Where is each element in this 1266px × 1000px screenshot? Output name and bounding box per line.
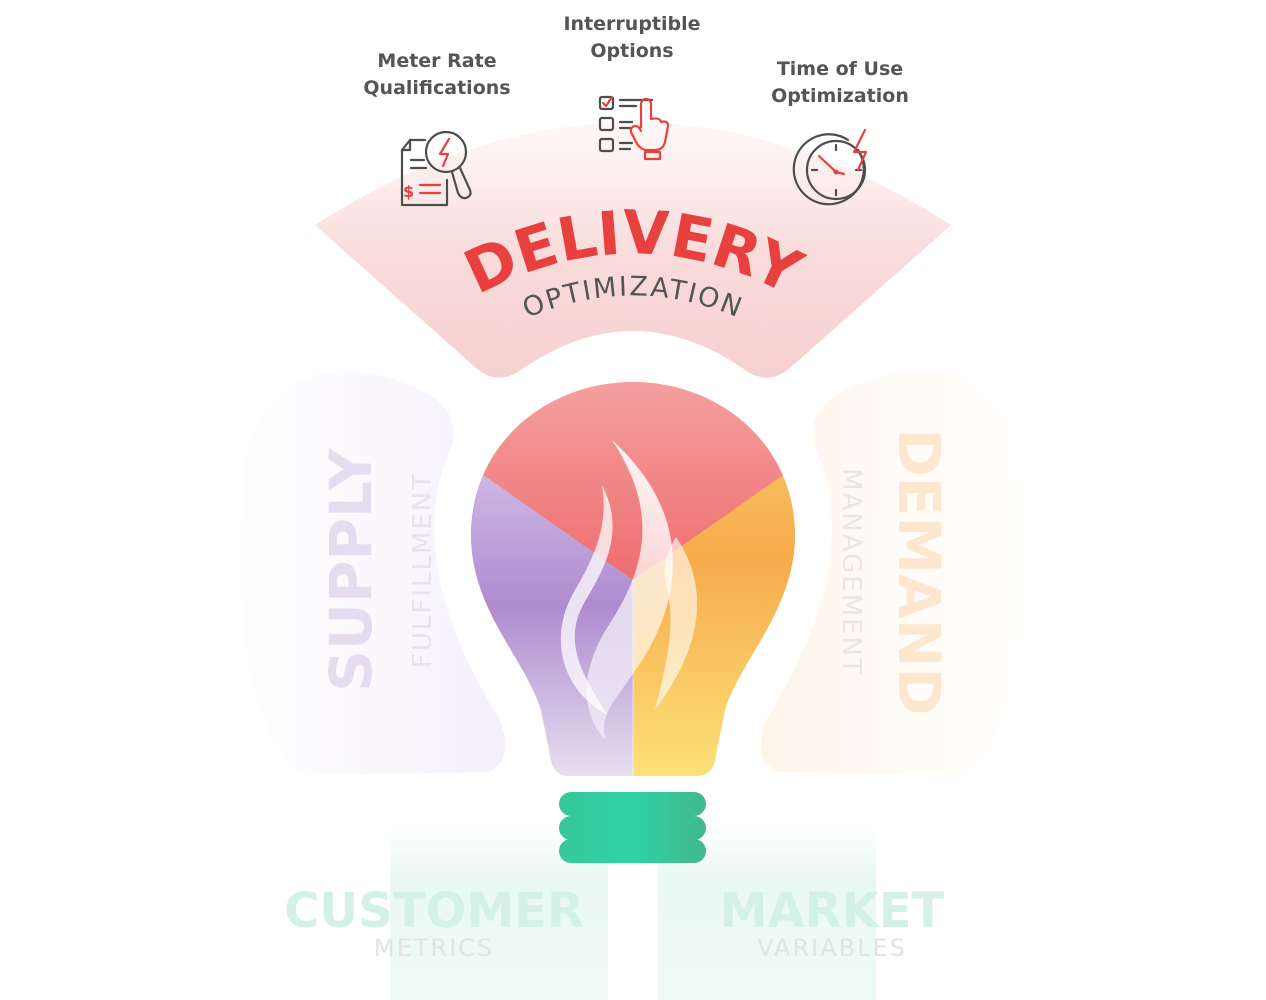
feature-meter-rate-qualifications: Meter Rate Qualifications xyxy=(363,50,511,99)
customer-heading: CUSTOMER METRICS xyxy=(284,883,584,962)
flame-center xyxy=(586,440,673,740)
checklist-hand-icon xyxy=(598,95,670,161)
customer-subtitle: METRICS xyxy=(374,934,494,962)
feature-time-of-use-optimization: Time of Use Optimization xyxy=(771,58,909,107)
flame-left xyxy=(560,485,613,715)
supply-title: SUPPLY xyxy=(317,447,385,692)
market-title: MARKET xyxy=(720,883,945,939)
supply-subtitle: FULFILLMENT xyxy=(408,472,438,668)
customer-title: CUSTOMER xyxy=(284,883,584,939)
market-subtitle: VARIABLES xyxy=(757,934,907,962)
demand-segment xyxy=(760,370,1026,775)
background-segments xyxy=(240,122,1026,1000)
supply-segment xyxy=(240,370,506,775)
demand-heading: DEMAND MANAGEMENT xyxy=(836,428,953,715)
lightbulb-flame-icon xyxy=(471,382,795,863)
demand-title: DEMAND xyxy=(885,428,953,715)
svg-text:$: $ xyxy=(403,182,414,201)
delivery-segment xyxy=(315,122,951,378)
supply-heading: SUPPLY FULFILLMENT xyxy=(317,447,438,692)
flame-right xyxy=(655,537,698,710)
market-heading: MARKET VARIABLES xyxy=(720,883,945,962)
feature-interruptible-options: Interruptible Options xyxy=(563,13,701,62)
demand-subtitle: MANAGEMENT xyxy=(836,468,866,676)
bulb-base xyxy=(559,792,706,863)
clock-lightning-icon xyxy=(792,128,868,206)
meter-rate-document-icon: $ xyxy=(400,130,472,207)
